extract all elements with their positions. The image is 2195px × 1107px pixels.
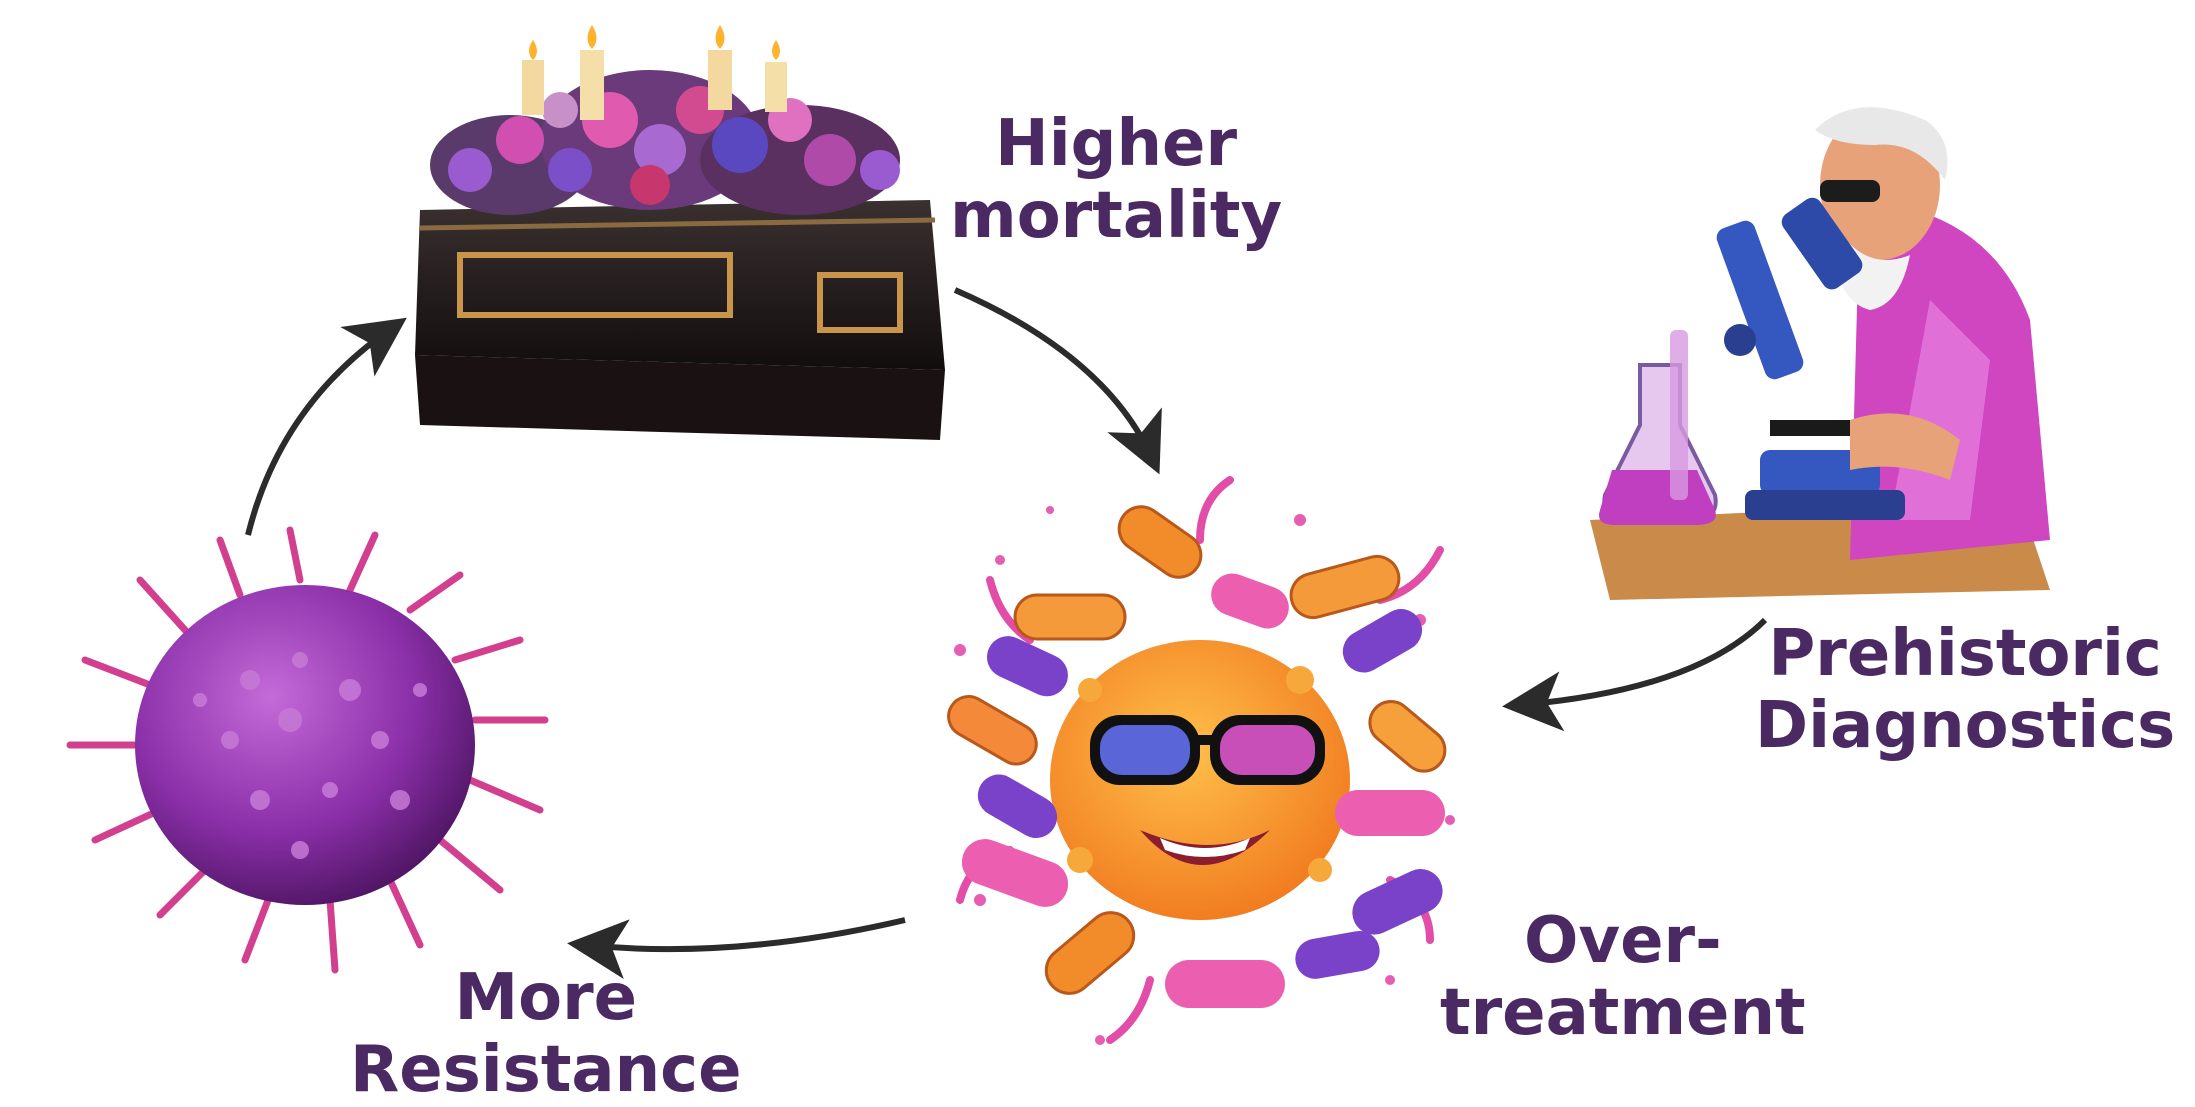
bacterium-with-pills-icon xyxy=(941,480,1455,1045)
arrow-diagnostics-to-overtreatment xyxy=(1520,620,1765,705)
arrow-overtreatment-to-resistance xyxy=(585,920,905,949)
label-over-treatment-line1: Over- xyxy=(1440,905,1806,977)
spiky-virus-icon xyxy=(70,530,545,970)
label-prehistoric-diagnostics-line2: Diagnostics xyxy=(1755,690,2175,762)
label-higher-mortality-line2: mortality xyxy=(950,180,1282,252)
arrow-mortality-to-overtreatment xyxy=(955,290,1152,458)
label-higher-mortality-line1: Higher xyxy=(950,108,1282,180)
label-higher-mortality: Higher mortality xyxy=(950,108,1282,252)
label-more-resistance-line1: More xyxy=(350,962,742,1034)
scientist-with-microscope-icon xyxy=(1590,107,2050,600)
label-prehistoric-diagnostics: Prehistoric Diagnostics xyxy=(1755,618,2175,762)
label-over-treatment: Over- treatment xyxy=(1440,905,1806,1049)
coffin-with-flowers-icon xyxy=(415,25,945,440)
label-more-resistance: More Resistance xyxy=(350,962,742,1106)
label-more-resistance-line2: Resistance xyxy=(350,1034,742,1106)
arrow-resistance-to-mortality xyxy=(248,328,392,535)
label-over-treatment-line2: treatment xyxy=(1440,977,1806,1049)
label-prehistoric-diagnostics-line1: Prehistoric xyxy=(1755,618,2175,690)
